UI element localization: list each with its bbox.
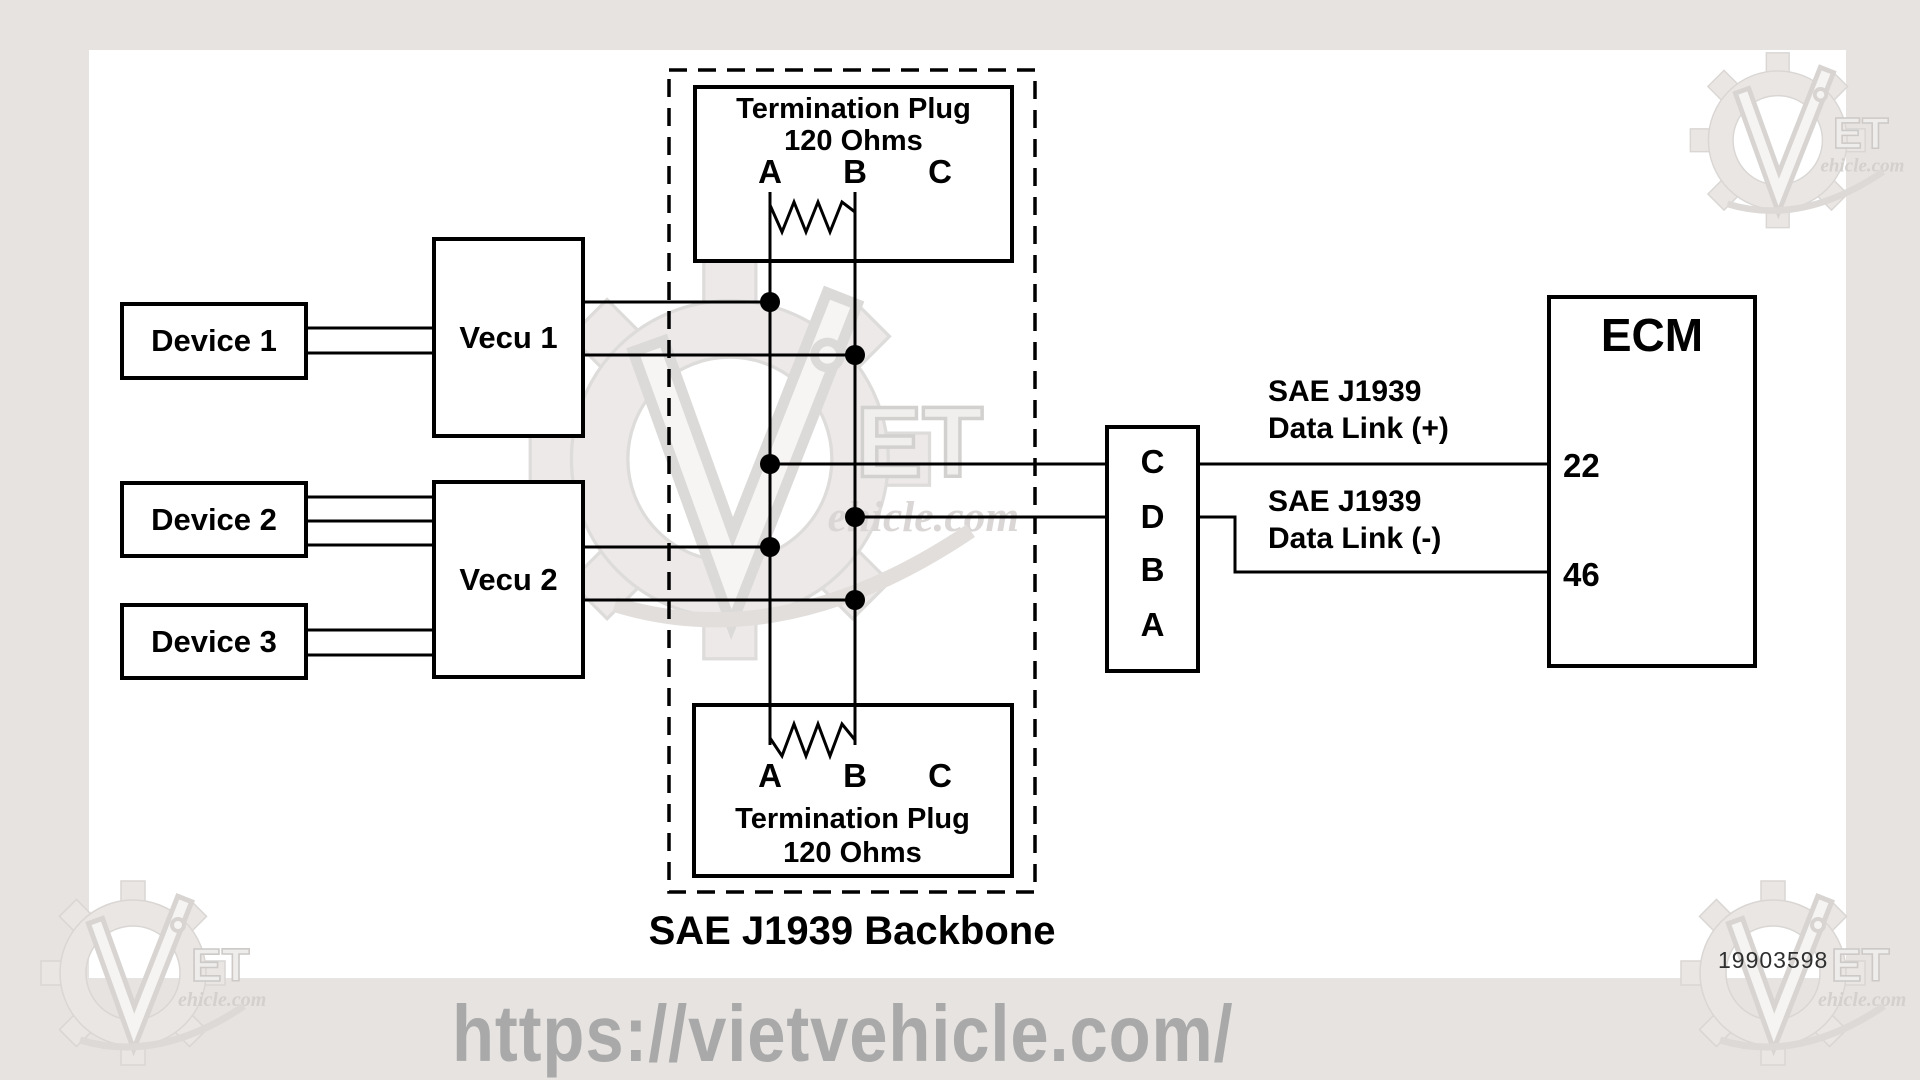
ecm-box [1547, 295, 1757, 668]
termination-bottom-pin-a: A [758, 757, 782, 794]
vecu-1-label: Vecu 1 [459, 319, 558, 355]
ecm-pin-22: 22 [1563, 447, 1600, 484]
datalink-negative-line2: Data Link (-) [1268, 521, 1442, 555]
datalink-positive-label: SAE J1939 Data Link (+) [1268, 374, 1449, 448]
termination-top-pin-a: A [758, 153, 782, 190]
termination-top-pin-c: C [928, 153, 952, 190]
vecu-1-box: Vecu 1 [432, 237, 585, 438]
device-3-box: Device 3 [120, 603, 308, 680]
device-3-label: Device 3 [151, 623, 277, 659]
ecm-pin-46: 46 [1563, 556, 1600, 593]
datalink-positive-line2: Data Link (+) [1268, 411, 1449, 445]
vecu-2-box: Vecu 2 [432, 480, 585, 679]
termination-top-subtitle: 120 Ohms [784, 125, 923, 157]
figure-number: 19903598 [1718, 947, 1829, 973]
vecu-2-label: Vecu 2 [459, 561, 558, 597]
connector-pin-c: C [1140, 443, 1165, 480]
termination-bottom-subtitle: 120 Ohms [783, 837, 922, 869]
termination-top-title: Termination Plug [736, 93, 971, 125]
termination-bottom-pin-b: B [843, 757, 867, 794]
termination-top-pin-b: B [843, 153, 867, 190]
connector-pin-d: D [1140, 498, 1165, 535]
device-1-box: Device 1 [120, 302, 308, 380]
datalink-negative-line1: SAE J1939 [1268, 485, 1422, 518]
backbone-caption: SAE J1939 Backbone [648, 909, 1056, 953]
connector-pin-b: B [1140, 551, 1165, 588]
datalink-negative-label: SAE J1939 Data Link (-) [1268, 484, 1441, 558]
connector-pin-a: A [1140, 606, 1165, 643]
termination-bottom-title: Termination Plug [735, 803, 970, 835]
device-2-box: Device 2 [120, 481, 308, 558]
datalink-positive-line1: SAE J1939 [1268, 375, 1422, 408]
termination-bottom-pin-c: C [928, 757, 952, 794]
backbone-connector-box [1105, 425, 1200, 673]
watermark-url-text: https://vietvehicle.com/ [452, 989, 1234, 1078]
ecm-title: ECM [1600, 309, 1704, 361]
device-2-label: Device 2 [151, 501, 277, 537]
device-1-label: Device 1 [151, 323, 277, 358]
